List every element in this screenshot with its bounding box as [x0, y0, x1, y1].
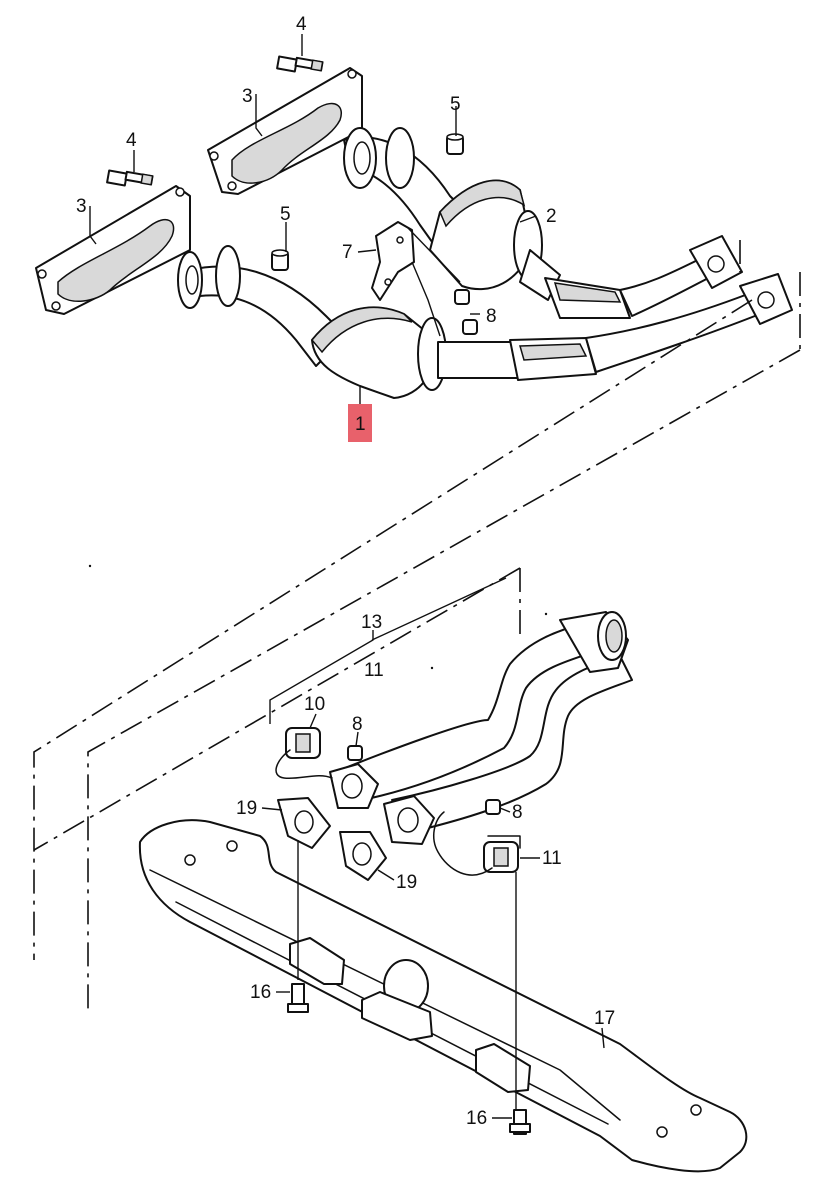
- nut-rear: [446, 133, 464, 155]
- label-8-lower-right[interactable]: 8: [512, 802, 523, 823]
- nut-small-4: [485, 799, 501, 815]
- nut-small-1: [454, 289, 470, 305]
- label-10[interactable]: 10: [304, 694, 325, 715]
- catalytic-converter-rear: [343, 129, 743, 319]
- label-19-left[interactable]: 19: [236, 798, 257, 819]
- catalytic-converter-front: [177, 245, 793, 399]
- label-5-rear[interactable]: 5: [450, 94, 461, 115]
- label-2[interactable]: 2: [546, 206, 557, 227]
- flange-gasket-left: [277, 797, 331, 849]
- label-1[interactable]: 1: [355, 414, 366, 435]
- bolt-lower-left: [287, 983, 309, 1013]
- manifold-flange-rear: [343, 127, 415, 189]
- label-3-rear[interactable]: 3: [242, 86, 253, 107]
- oxygen-sensor-right: [432, 811, 521, 876]
- part-labels: 4 3 5 4 3 5 2 7 8 1 13 11 10 8 8 19 11 1…: [76, 14, 615, 1129]
- label-5-front[interactable]: 5: [280, 204, 291, 225]
- speck: [430, 666, 434, 670]
- bolt-rear: [276, 55, 324, 73]
- bolt-lower-right: [509, 1109, 531, 1135]
- highlight-part-1[interactable]: 1: [348, 404, 372, 442]
- label-7[interactable]: 7: [342, 242, 353, 263]
- section-frame: [33, 240, 801, 1010]
- label-8-lower-left[interactable]: 8: [352, 714, 363, 735]
- nut-front: [271, 249, 289, 271]
- label-19-right[interactable]: 19: [396, 872, 417, 893]
- crossmember: [138, 819, 748, 1173]
- speck: [544, 612, 548, 616]
- label-4-front[interactable]: 4: [126, 130, 137, 151]
- highlight-box: [348, 404, 372, 442]
- label-17[interactable]: 17: [594, 1008, 615, 1029]
- manifold-gasket-rear: [207, 67, 363, 195]
- label-16-right[interactable]: 16: [466, 1108, 487, 1129]
- pipe-flange-left: [329, 763, 379, 809]
- speck: [88, 564, 92, 568]
- label-13[interactable]: 13: [361, 612, 382, 633]
- flange-gasket-right: [339, 831, 387, 881]
- label-16-left[interactable]: 16: [250, 982, 271, 1003]
- label-11-upper[interactable]: 11: [364, 660, 384, 681]
- nut-small-3: [347, 745, 363, 761]
- label-4-rear[interactable]: 4: [296, 14, 307, 35]
- manifold-gasket-front: [35, 185, 191, 315]
- leader-lines: [89, 34, 605, 1119]
- oxygen-sensor-left: [275, 727, 333, 780]
- bolt-front: [106, 169, 154, 187]
- pipe-flange-right: [383, 795, 435, 845]
- label-3-front[interactable]: 3: [76, 196, 87, 217]
- label-11-lower[interactable]: 11: [542, 848, 562, 869]
- label-8-upper[interactable]: 8: [486, 306, 497, 327]
- bracket: [371, 221, 415, 301]
- nut-small-2: [462, 319, 478, 335]
- front-exhaust-pipe: [339, 611, 633, 831]
